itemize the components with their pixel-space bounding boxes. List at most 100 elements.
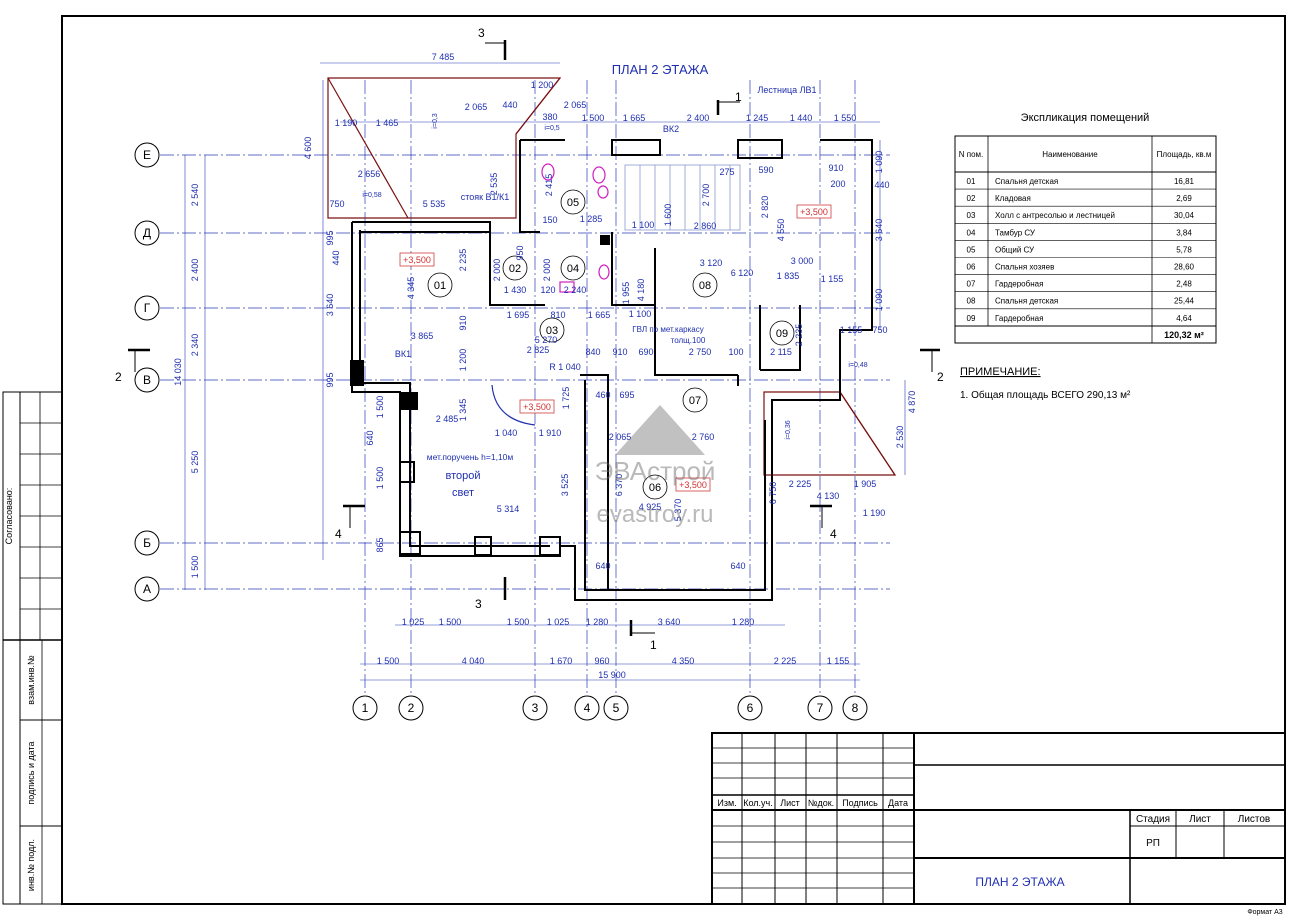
- dimension-label: 690: [638, 347, 653, 357]
- expl-cell: 06: [967, 263, 976, 272]
- label-second-light-1: второй: [445, 470, 480, 482]
- expl-cell: Гардеробная: [995, 314, 1043, 323]
- wall-columns: [350, 235, 610, 556]
- dimension-label: 3 525: [560, 474, 570, 497]
- plan-title: ПЛАН 2 ЭТАЖА: [612, 62, 709, 77]
- dimension-label: 3 000: [791, 256, 814, 266]
- axis-label-col: 3: [532, 701, 539, 715]
- dimension-label: 640: [365, 430, 375, 445]
- label-vk1: ВК1: [395, 349, 411, 359]
- axis-bubble-row: [134, 142, 160, 168]
- dimension-label: 1 835: [777, 271, 800, 281]
- expl-cell: 3,84: [1176, 228, 1192, 237]
- room-number: 09: [776, 328, 788, 340]
- dimension-label: 4 040: [462, 656, 485, 666]
- dimension-label: 5 250: [190, 451, 200, 474]
- label-stair: Лестница ЛВ1: [757, 85, 816, 95]
- dimension-label: 4 345: [406, 277, 416, 300]
- room-marker: [539, 317, 565, 343]
- dimension-label: 150: [542, 215, 557, 225]
- dimension-label: 1 155: [827, 656, 850, 666]
- level-08: +3,500: [800, 207, 828, 217]
- dimension-label: 4 870: [907, 391, 917, 414]
- dimension-label: 4 350: [672, 656, 695, 666]
- dimension-label: 2 235: [794, 324, 804, 347]
- tb-col-koluch: Кол.уч.: [743, 798, 773, 808]
- axis-label-col: 2: [408, 701, 415, 715]
- dimension-label: 2 860: [694, 221, 717, 231]
- room-marker: [692, 272, 718, 298]
- format-label: Формат А3: [1247, 909, 1282, 916]
- room-number: 03: [546, 325, 558, 337]
- dimension-label: 440: [502, 100, 517, 110]
- room-number: 08: [699, 280, 711, 292]
- section-2-left: 2: [115, 370, 122, 384]
- dimension-label: 1 280: [732, 617, 755, 627]
- level-06: +3,500: [679, 480, 707, 490]
- inv-sub-label: взам.инв.№: [26, 655, 36, 705]
- handrail-arc: [491, 384, 536, 426]
- dimension-label: 1 440: [790, 113, 813, 123]
- label-slope-5: i=0,36: [785, 420, 792, 439]
- dimension-label: 640: [730, 561, 745, 571]
- expl-cell: Кладовая: [995, 194, 1031, 203]
- dimension-label: 1 500: [582, 113, 605, 123]
- dimension-label: 750: [872, 325, 887, 335]
- dimension-label: 2 530: [895, 426, 905, 449]
- axis-bubble-row: [134, 367, 160, 393]
- label-riser: стояк В1/К1: [461, 192, 510, 202]
- dimension-label: 5 535: [423, 199, 446, 209]
- dimension-label: 2 485: [436, 414, 459, 424]
- dimension-label: 2 065: [609, 432, 632, 442]
- dimension-label: 5 314: [497, 504, 520, 514]
- tb-col-data: Дата: [888, 798, 908, 808]
- expl-cell: Спальня детская: [995, 297, 1058, 306]
- dimension-label: 910: [828, 163, 843, 173]
- expl-cell: 04: [967, 228, 976, 237]
- expl-total: 120,32 м²: [1164, 330, 1204, 340]
- dimension-label: 590: [758, 165, 773, 175]
- dimension-label: 120: [540, 285, 555, 295]
- room-number: 07: [689, 395, 701, 407]
- dimension-label: 1 500: [375, 467, 385, 490]
- level-03: +3,500: [523, 402, 551, 412]
- axis-bubble-row: [134, 530, 160, 556]
- dimension-label: 2 825: [527, 345, 550, 355]
- axis-label-col: 1: [362, 701, 369, 715]
- expl-cell: Тамбур СУ: [995, 228, 1036, 237]
- dimension-label: 1 500: [375, 396, 385, 419]
- dimension-label: 1 500: [190, 556, 200, 579]
- dimension-label: 2 235: [458, 249, 468, 272]
- watermark-brand: ЭВАстрой: [595, 456, 716, 486]
- tb-col-podpis: Подпись: [842, 798, 878, 808]
- dimension-label: 1 430: [504, 285, 527, 295]
- expl-cell: Общий СУ: [995, 245, 1035, 254]
- room-number: 06: [649, 482, 661, 494]
- dimension-label: 1 665: [623, 113, 646, 123]
- dimension-lines: [184, 62, 906, 681]
- dimension-label: 380: [542, 112, 557, 122]
- dimension-label: 1 665: [588, 310, 611, 320]
- room-number: 01: [434, 280, 446, 292]
- dimension-label: 2 000: [542, 259, 552, 282]
- room-marker: [427, 272, 453, 298]
- expl-h-num: N пом.: [959, 150, 984, 159]
- dimension-label: 1 280: [586, 617, 609, 627]
- expl-cell: 03: [967, 211, 976, 220]
- dimension-label: 1 155: [840, 325, 863, 335]
- label-handrail: мет.поручень h=1,10м: [427, 452, 514, 462]
- expl-cell: 5,78: [1176, 245, 1192, 254]
- expl-cell: 05: [967, 245, 976, 254]
- dimension-label: 3 640: [874, 219, 884, 242]
- dimension-label: 2 000: [492, 259, 502, 282]
- dimension-label: 2 760: [692, 432, 715, 442]
- axis-bubble-col: [574, 695, 600, 721]
- dimension-label: 3 120: [700, 258, 723, 268]
- dimension-label: 440: [331, 250, 341, 265]
- expl-cell: 30,04: [1174, 211, 1195, 220]
- axis-bubble-col: [807, 695, 833, 721]
- dimension-label: 14 030: [173, 358, 183, 386]
- section-2-right: 2: [937, 370, 944, 384]
